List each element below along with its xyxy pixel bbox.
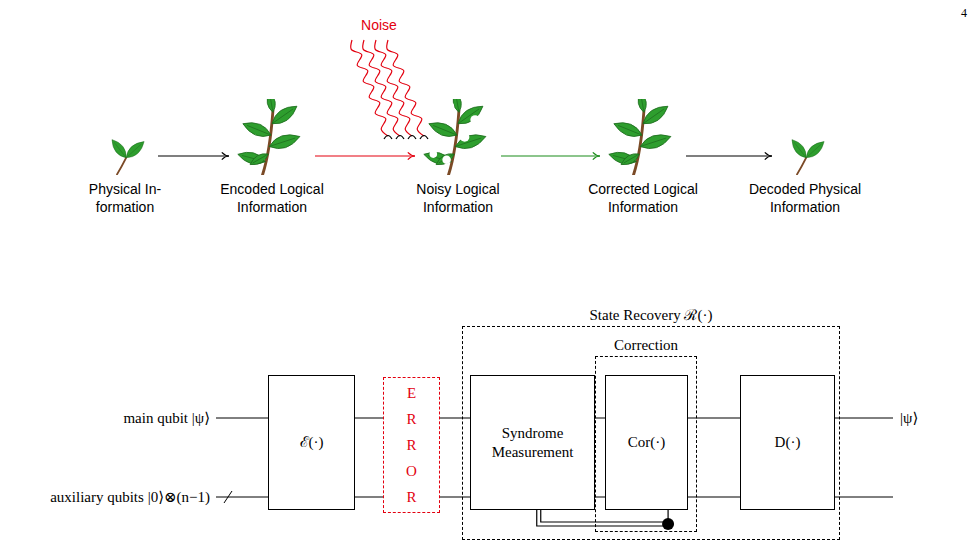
box-label: D(·) — [771, 433, 805, 452]
wire-label: auxiliary qubits |0⟩⊗(n−1) — [50, 488, 210, 506]
input-wire — [216, 497, 268, 498]
wire-label: |ψ⟩ — [900, 409, 918, 427]
syndrome-box: Syndrome Measurement — [470, 375, 595, 510]
page-number: 4 — [961, 6, 967, 21]
stage-arrow — [158, 155, 229, 156]
qubit-wire — [688, 418, 740, 497]
recovery-group: Syndrome MeasurementCor(·)CorrectionD(·)… — [462, 326, 840, 540]
error-region: E R R O R — [383, 377, 440, 513]
group-heading: Correction — [614, 337, 678, 354]
control-dot — [662, 518, 674, 530]
stage-plant: Encoded Logical Information — [234, 99, 310, 175]
output-wire — [835, 497, 893, 498]
box-label: ℰ(·) — [296, 433, 328, 452]
input-wire — [216, 418, 268, 419]
noise-waves — [351, 40, 428, 139]
group-heading: State Recovery ℛ(·) — [590, 304, 713, 324]
qubit-wire — [355, 418, 383, 497]
qubit-wire — [440, 418, 470, 497]
box-label: E R R O R — [404, 380, 419, 510]
noise-hit — [408, 136, 416, 140]
stage-plant: Physical In- formation — [97, 129, 153, 175]
noise-wave — [351, 40, 388, 136]
wire-label: main qubit |ψ⟩ — [123, 409, 210, 427]
noise-hit — [420, 136, 428, 140]
noise-wave — [387, 40, 424, 136]
stage-arrow — [501, 155, 600, 156]
stage-caption: Decoded Physical Information — [740, 181, 870, 216]
classical-control — [537, 510, 668, 526]
stage-plant: Decoded Physical Information — [777, 129, 833, 175]
stage-arrow — [686, 155, 772, 156]
stage-caption: Physical In- formation — [78, 181, 173, 216]
correction-group: Cor(·)Correction — [595, 356, 697, 532]
plant-illustration — [97, 129, 153, 175]
stage-arrow — [315, 155, 415, 156]
stage-plant: Noisy Logical Information — [420, 99, 496, 175]
stage-caption: Corrected Logical Information — [578, 181, 708, 216]
qubit-wire — [595, 418, 605, 497]
stage-caption: Encoded Logical Information — [207, 181, 337, 216]
noise-wave — [375, 40, 412, 136]
plant-illustration — [605, 99, 681, 175]
noise-hit — [384, 136, 392, 140]
box-label: Cor(·) — [624, 433, 670, 452]
bundle-slash — [224, 491, 232, 503]
plant-illustration — [420, 99, 496, 175]
correction-box: Cor(·) — [605, 375, 688, 510]
noise-wave — [363, 40, 400, 136]
decoder-box: D(·) — [740, 375, 835, 510]
plant-illustration — [777, 129, 833, 175]
output-wire — [835, 418, 893, 419]
plant-illustration — [234, 99, 310, 175]
noise-hit — [396, 136, 404, 140]
stage-caption: Noisy Logical Information — [393, 181, 523, 216]
noise-label: Noise — [361, 17, 397, 33]
box-label: Syndrome Measurement — [471, 424, 594, 462]
stage-plant: Corrected Logical Information — [605, 99, 681, 175]
encoder-box: ℰ(·) — [268, 375, 355, 510]
